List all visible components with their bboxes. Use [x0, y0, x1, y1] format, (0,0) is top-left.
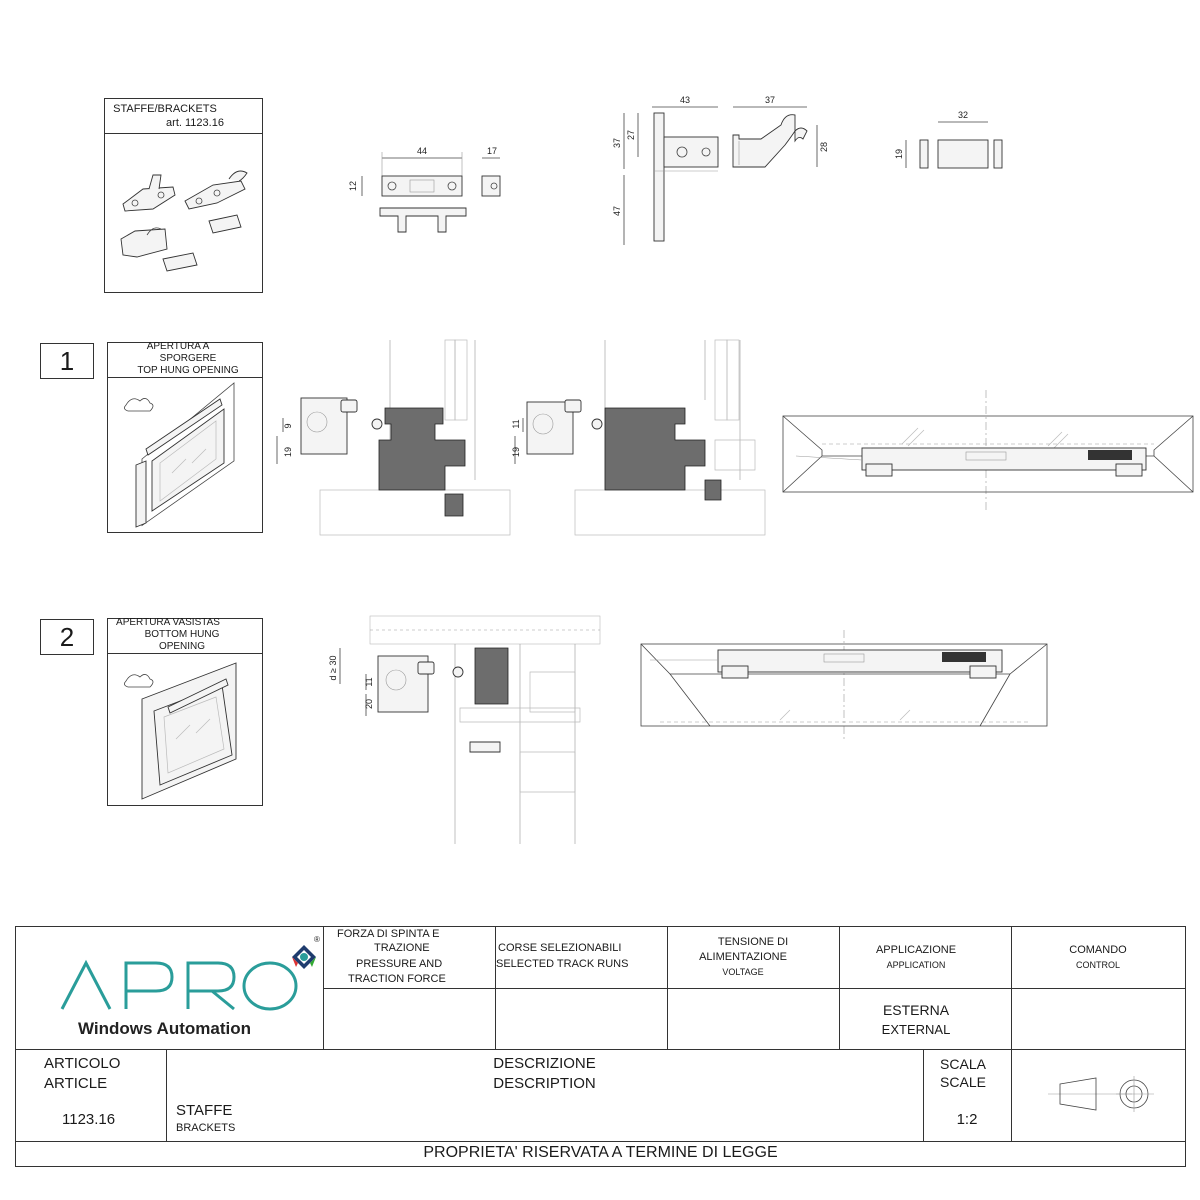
article-code: 1123.16 — [62, 1111, 116, 1128]
dim-s1-9: 9 — [283, 423, 293, 428]
scale-en: SCALE — [940, 1074, 986, 1090]
article-it: ARTICOLO — [44, 1055, 121, 1072]
bracket-side-view-drawing: 43 37 27 47 — [612, 95, 719, 245]
section-1-front-view — [782, 390, 1194, 512]
dim-19a: 19 — [894, 149, 904, 159]
dim-s2-11: 11 — [364, 677, 374, 686]
dim-37b: 37 — [765, 95, 775, 105]
brand-subtitle: Windows Automation — [78, 1019, 251, 1038]
application-it: APPLICAZIONE — [875, 944, 957, 956]
dim-43: 43 — [680, 95, 690, 105]
voltage-it-1: TENSIONE DI — [717, 936, 789, 948]
top-hung-window-illustration — [124, 382, 235, 528]
application-value-it: ESTERNA — [882, 1002, 950, 1018]
scale-it: SCALA — [940, 1056, 986, 1072]
voltage-it-2: ALIMENTAZIONE — [699, 951, 787, 963]
section-1-number: 1 — [59, 346, 75, 376]
application-value-en: EXTERNAL — [881, 1022, 951, 1037]
section-2-front-view — [640, 630, 1048, 740]
section-2-cross-section: d ≥ 30 11 20 — [328, 615, 601, 844]
description-en: DESCRIPTION — [493, 1075, 596, 1092]
section-1-title-line1: APERTURA A — [146, 341, 210, 352]
force-it-1: FORZA DI SPINTA E — [337, 928, 440, 940]
runs-it: CORSE SELEZIONABILI — [498, 942, 622, 954]
runs-en: SELECTED TRACK RUNS — [496, 958, 629, 970]
section-2-title-line2: BOTTOM HUNG — [144, 629, 220, 640]
brackets-info-box: STAFFE/BRACKETS art. 1123.16 — [104, 98, 263, 293]
dim-s1-19: 19 — [283, 447, 293, 457]
registered-mark: ® — [314, 935, 320, 944]
force-en-2: TRACTION FORCE — [348, 973, 446, 985]
section-2-title-line3: OPENING — [158, 641, 206, 652]
section-2-info-box: APERTURA VASISTAS BOTTOM HUNG OPENING — [107, 617, 263, 806]
dim-47: 47 — [612, 206, 622, 216]
dim-28: 28 — [819, 142, 829, 152]
dim-s1b-19: 19 — [511, 447, 521, 457]
dim-s2-20: 20 — [364, 699, 374, 709]
bottom-hung-window-illustration — [124, 662, 237, 800]
title-block: ® Windows Automation FORZA DI SPINTA E T… — [15, 926, 1186, 1167]
apro-logo — [60, 945, 316, 1011]
article-en: ARTICLE — [44, 1075, 108, 1092]
dim-27: 27 — [626, 130, 636, 140]
section-1-cross-section-a: 9 19 — [276, 339, 511, 536]
bracket-hook-drawing: 37 28 — [732, 95, 829, 168]
control-en: CONTROL — [1075, 960, 1120, 970]
voltage-en: VOLTAGE — [722, 967, 764, 977]
dim-37a: 37 — [612, 138, 622, 148]
section-1-cross-section-b: 11 19 — [511, 339, 766, 536]
dim-44: 44 — [417, 146, 427, 156]
dim-s2-d30: d ≥ 30 — [328, 656, 338, 681]
scale-value: 1:2 — [956, 1111, 978, 1128]
brackets-iso-illustration — [120, 170, 248, 272]
force-en-1: PRESSURE AND — [356, 958, 443, 970]
section-2-number-box: 2 — [40, 619, 94, 655]
footer-legal-text: PROPRIETA' RISERVATA A TERMINE DI LEGGE — [423, 1144, 778, 1161]
dim-12: 12 — [348, 181, 358, 191]
section-1-title-line2: SPORGERE — [159, 353, 217, 364]
cap-drawing: 32 19 — [894, 110, 1003, 169]
dim-s1b-11: 11 — [511, 419, 521, 428]
description-value-it: STAFFE — [176, 1102, 233, 1119]
bracket-top-view-drawing: 44 12 17 — [348, 146, 501, 233]
application-en: APPLICATION — [886, 960, 946, 970]
brackets-title: STAFFE/BRACKETS — [113, 103, 217, 115]
dim-32: 32 — [958, 110, 968, 120]
brackets-article: art. 1123.16 — [166, 117, 224, 129]
section-2-number: 2 — [59, 622, 75, 652]
dim-17: 17 — [487, 146, 497, 156]
section-2-title-line1: APERTURA VASISTAS — [116, 617, 220, 628]
description-it: DESCRIZIONE — [493, 1055, 596, 1072]
projection-symbol-icon — [1048, 1076, 1154, 1112]
section-1-number-box: 1 — [40, 343, 94, 379]
section-1-info-box: APERTURA A SPORGERE TOP HUNG OPENING — [107, 341, 263, 533]
force-it-2: TRAZIONE — [374, 942, 430, 954]
description-value-en: BRACKETS — [176, 1122, 236, 1134]
control-it: COMANDO — [1069, 944, 1127, 956]
section-1-title-line3: TOP HUNG OPENING — [137, 365, 239, 376]
